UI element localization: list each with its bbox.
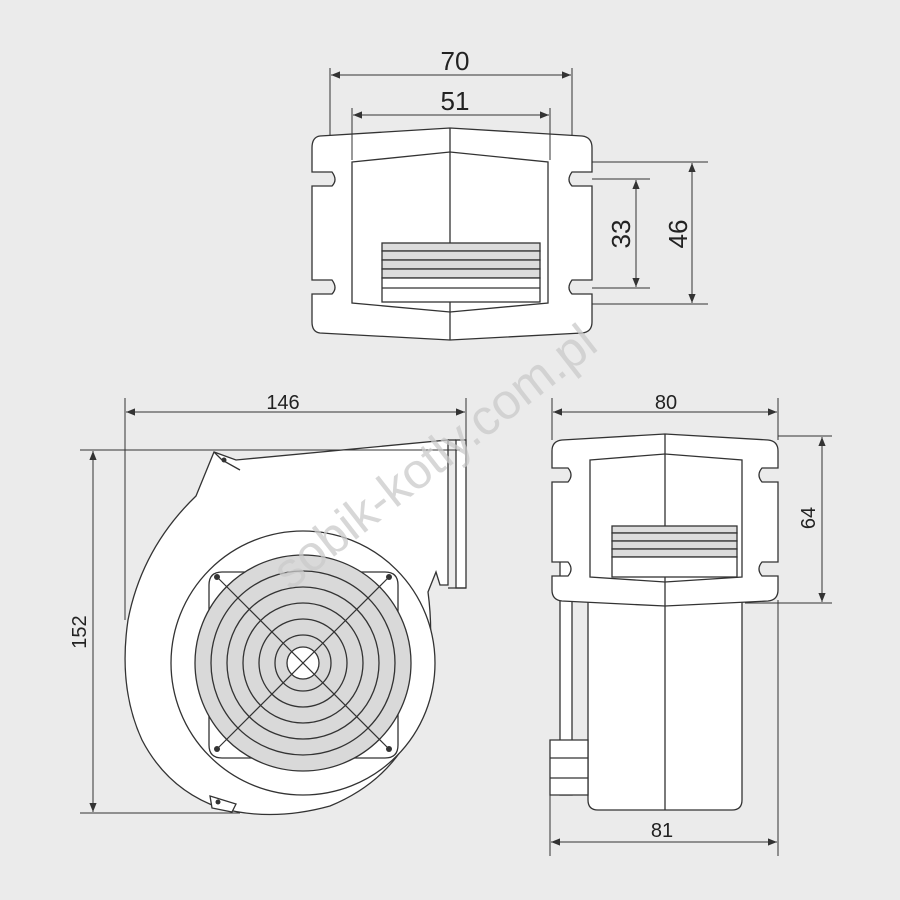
top-view [311,127,593,341]
dim-label-146: 146 [266,392,299,414]
front-view [549,433,779,811]
top-view-damper-slats [381,242,541,279]
dim-label-46: 46 [663,220,693,249]
dim-label-81: 81 [651,820,673,842]
dim-label-80: 80 [655,392,677,414]
dim-label-51: 51 [441,86,470,116]
dim-label-33: 33 [606,220,636,249]
side-view-grille-screws [214,457,392,805]
top-view-dimensions [329,68,708,305]
side-view-dimensions [80,398,467,814]
side-view [124,439,467,816]
front-view-bottom-bracket [549,739,589,796]
front-view-dimensions [549,398,832,856]
dim-label-70: 70 [441,46,470,76]
front-view-damper-body [611,556,738,578]
dim-label-64: 64 [798,507,820,529]
dim-label-152: 152 [69,615,91,648]
front-view-damper-slats [611,525,738,558]
side-view-grille-cross [216,576,390,750]
top-view-damper-body [381,277,541,303]
